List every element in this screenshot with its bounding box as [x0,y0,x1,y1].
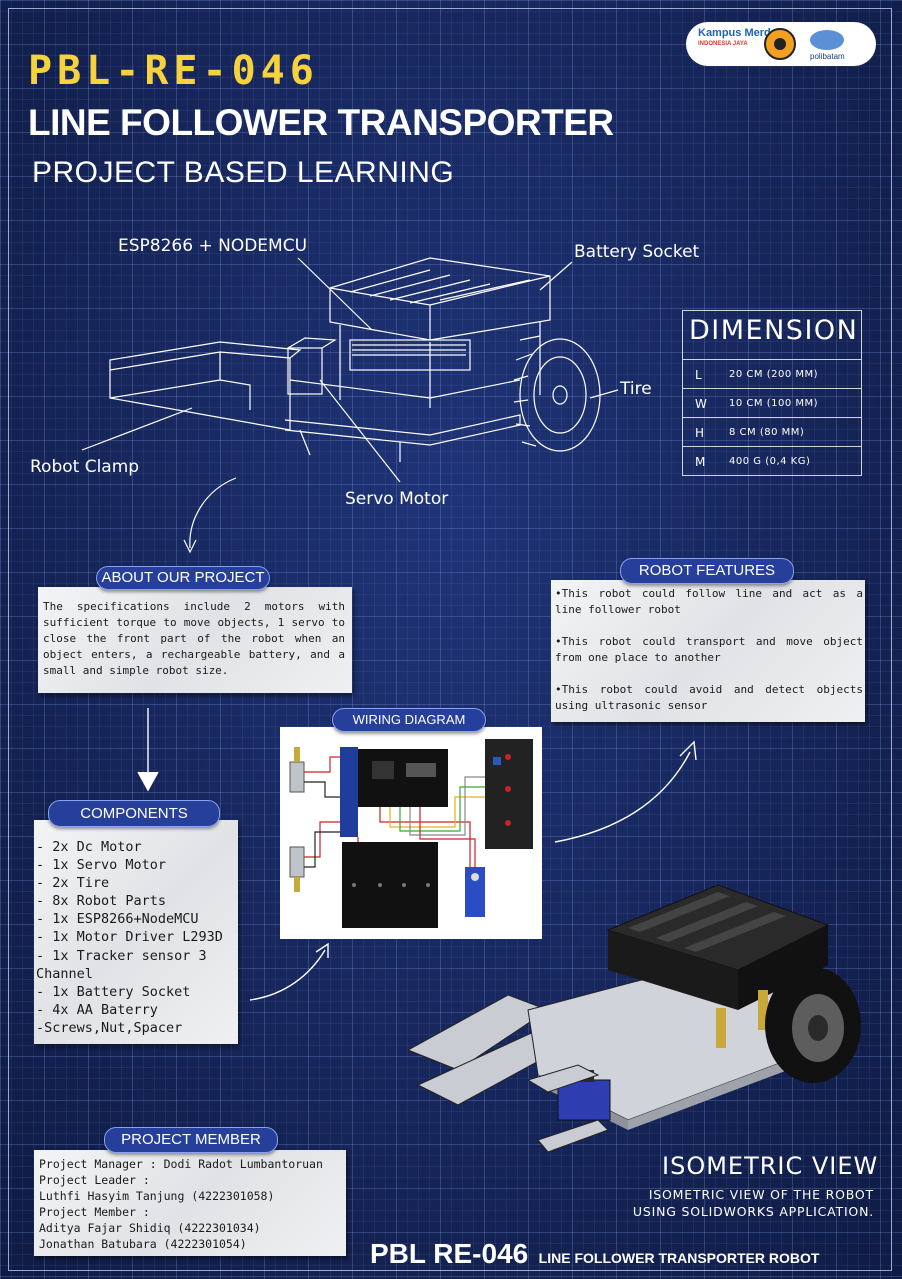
component-item: - 1x Battery Socket [36,983,191,1000]
isometric-desc-line: USING SOLIDWORKS APPLICATION. [632,1204,874,1219]
members-text: Project Manager : Dodi Radot Lumbantorua… [39,1156,323,1252]
callout-robot-clamp: Robot Clamp [30,457,140,477]
component-item: - 2x Dc Motor [36,839,142,855]
component-item: - 1x Motor Driver L293D [36,929,223,946]
component-item: - 1x ESP8266+NodeMCU [36,911,199,928]
callout-battery-socket: Battery Socket [574,242,700,262]
component-item: - 4x AA Baterry [36,1001,158,1018]
dimension-value: 10 CM (100 MM) [729,398,819,409]
isometric-desc-line: ISOMETRIC VIEW OF THE ROBOT [648,1187,874,1202]
dimension-value: 400 G (0,4 KG) [729,456,811,467]
about-text: The specifications include 2 motors with… [43,600,345,677]
project-code: PBL-RE-046 [28,48,319,94]
wiring-label: WIRING DIAGRAM [332,708,486,732]
component-item: Channel [36,965,93,982]
components-label: COMPONENTS [48,800,220,827]
components-list: - 2x Dc Motor - 1x Servo Motor - 2x Tire… [36,838,223,1037]
isometric-title: ISOMETRIC VIEW [662,1152,879,1180]
features-card: •This robot could follow line and act as… [551,580,865,722]
project-title: LINE FOLLOWER TRANSPORTER [28,102,614,143]
callout-servo-motor: Servo Motor [345,489,449,509]
dimension-row: L 20 CM (200 MM) [683,359,861,388]
footer-name: LINE FOLLOWER TRANSPORTER ROBOT [538,1250,820,1266]
feature-item: •This robot could transport and move obj… [555,635,863,664]
dimension-table: DIMENSION L 20 CM (200 MM) W 10 CM (100 … [682,310,862,476]
component-item: - 8x Robot Parts [36,893,167,910]
callout-tire: Tire [620,379,652,399]
features-label: ROBOT FEATURES [620,558,794,584]
wiring-diagram-image [280,727,542,939]
members-label: PROJECT MEMBER [104,1127,278,1153]
leader-lines [81,257,619,554]
member-line: Jonathan Batubara (4222301054) [39,1237,247,1251]
footer-code: PBL RE-046 [370,1238,529,1269]
poster-frame [8,8,892,1271]
components-card: - 2x Dc Motor - 1x Servo Motor - 2x Tire… [34,820,238,1044]
wiring-schematic [289,739,533,928]
polibatam-logo-text: polibatam [810,52,845,61]
university-seal-icon [764,28,796,60]
dimension-title: DIMENSION [689,315,859,346]
robot-sketch-image [109,257,601,462]
callout-esp8266: ESP8266 + NODEMCU [118,236,308,256]
dimension-key: L [695,368,702,382]
members-card: Project Manager : Dodi Radot Lumbantorua… [34,1150,346,1256]
isometric-robot-image [406,884,861,1153]
project-subtitle: PROJECT BASED LEARNING [32,156,455,189]
feature-item: •This robot could avoid and detect objec… [555,683,863,712]
member-line: Project Leader : [39,1173,150,1187]
member-line: Project Manager : Dodi Radot Lumbantorua… [39,1157,323,1171]
isometric-description: ISOMETRIC VIEW OF THE ROBOT USING SOLIDW… [633,1186,874,1220]
dimension-key: H [695,426,705,440]
member-line: Aditya Fajar Shidiq (4222301034) [39,1221,261,1235]
dimension-row: W 10 CM (100 MM) [683,388,861,417]
feature-item: •This robot could follow line and act as… [555,587,863,616]
dimension-key: M [695,455,706,469]
dimension-value: 20 CM (200 MM) [729,369,819,380]
about-card: The specifications include 2 motors with… [38,587,352,693]
dimension-row: H 8 CM (80 MM) [683,417,861,446]
component-item: - 1x Tracker sensor 3 [36,947,207,964]
component-item: -Screws,Nut,Spacer [36,1019,183,1036]
member-line: Project Member : [39,1205,150,1219]
dimension-value: 8 CM (80 MM) [729,427,805,438]
dimension-key: W [695,397,707,411]
dimension-row: M 400 G (0,4 KG) [683,446,861,475]
about-label: ABOUT OUR PROJECT [96,566,270,590]
component-item: - 2x Tire [36,875,110,892]
footer: PBL RE-046 LINE FOLLOWER TRANSPORTER ROB… [370,1238,819,1270]
component-item: - 1x Servo Motor [36,857,167,874]
member-line: Luthfi Hasyim Tanjung (4222301058) [39,1189,275,1203]
polibatam-logo-icon [810,30,844,50]
